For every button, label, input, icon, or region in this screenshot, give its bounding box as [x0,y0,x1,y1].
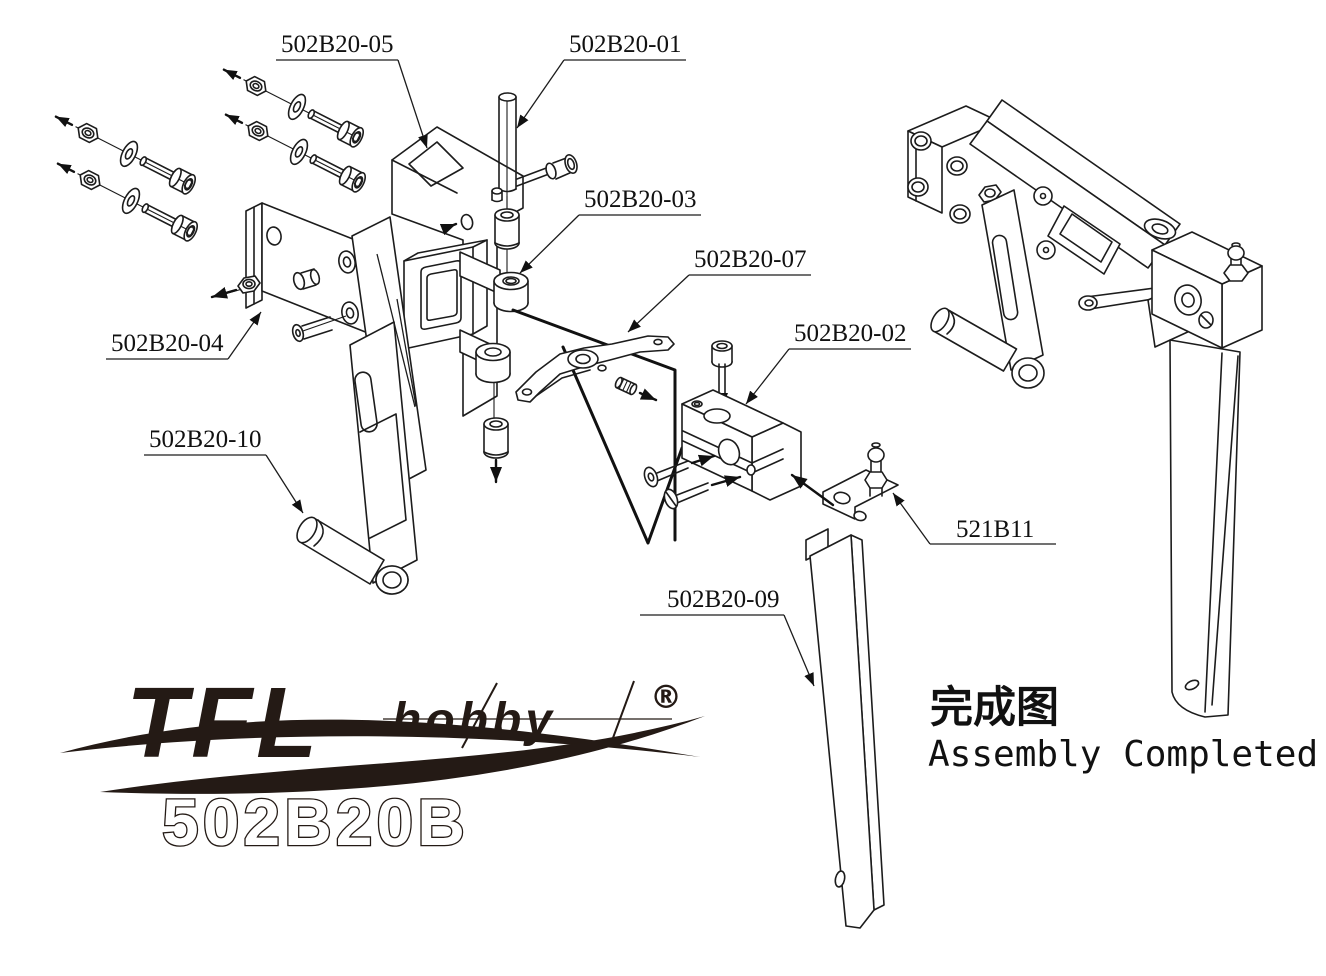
part-clamp-flat-screws [643,454,742,510]
part-rudder-mount-502b20-03 [403,239,529,384]
part-rudder-blade-502b20-09 [790,469,899,929]
part-clamp-screw [711,340,733,410]
insertion-path-lines [511,308,684,545]
part-label-502b20-01: 502B20-01 [516,31,686,129]
part-label-521b11: 521B11 [892,492,1056,545]
part-label-502b20-04: 502B20-04 [106,311,262,360]
part-lower-bushing [483,383,509,484]
part-labels: 502B20-05 502B20-01 502B20-03 502B20-07 … [106,31,1056,687]
logo-slash-2 [609,680,635,747]
part-rudder-blade-502b20-10 [296,216,427,595]
svg-text:502B20-09: 502B20-09 [667,586,780,613]
set-screw-arrow [638,388,658,402]
svg-text:502B20-10: 502B20-10 [149,426,262,453]
svg-text:502B20-01: 502B20-01 [569,31,682,58]
svg-text:502B20-03: 502B20-03 [584,186,697,213]
brand-logo: TFL hobby ® 502B20B [60,667,705,860]
part-label-502b20-07: 502B20-07 [627,246,811,333]
part-label-502b20-03: 502B20-03 [519,186,701,274]
fastener-set-3 [218,58,367,152]
part-pivot-pin-502b20-01 [491,92,517,212]
registered-mark: ® [650,678,682,716]
part-steering-arm-502b20-07 [515,335,675,403]
part-set-screw [614,376,638,396]
svg-text:502B20-02: 502B20-02 [794,320,907,347]
caption-zh: 完成图 [930,683,1059,733]
fastener-set-1 [50,105,199,199]
caption-completed: 完成图 Assembly Completed [928,683,1318,775]
part-label-502b20-05: 502B20-05 [276,31,428,149]
svg-text:502B20-04: 502B20-04 [111,330,224,357]
part-angle-bracket-502b20-04 [210,202,379,343]
part-ball-link-521b11 [864,442,888,497]
part-clamp-502b20-02 [681,389,802,501]
part-upper-bushing [494,196,520,278]
caption-en: Assembly Completed [928,734,1318,775]
logo-swoosh-upper [60,719,700,757]
part-label-502b20-10: 502B20-10 [144,426,304,514]
svg-text:521B11: 521B11 [956,516,1034,543]
part-label-502b20-09: 502B20-09 [640,586,815,687]
part-label-502b20-02: 502B20-02 [745,320,911,405]
part-cross-screw [516,154,578,187]
assembled-view [907,99,1263,718]
logo-swoosh-lower [100,716,705,794]
svg-text:502B20-07: 502B20-07 [694,246,807,273]
product-code: 502B20B [162,785,469,859]
svg-text:502B20-05: 502B20-05 [281,31,394,58]
